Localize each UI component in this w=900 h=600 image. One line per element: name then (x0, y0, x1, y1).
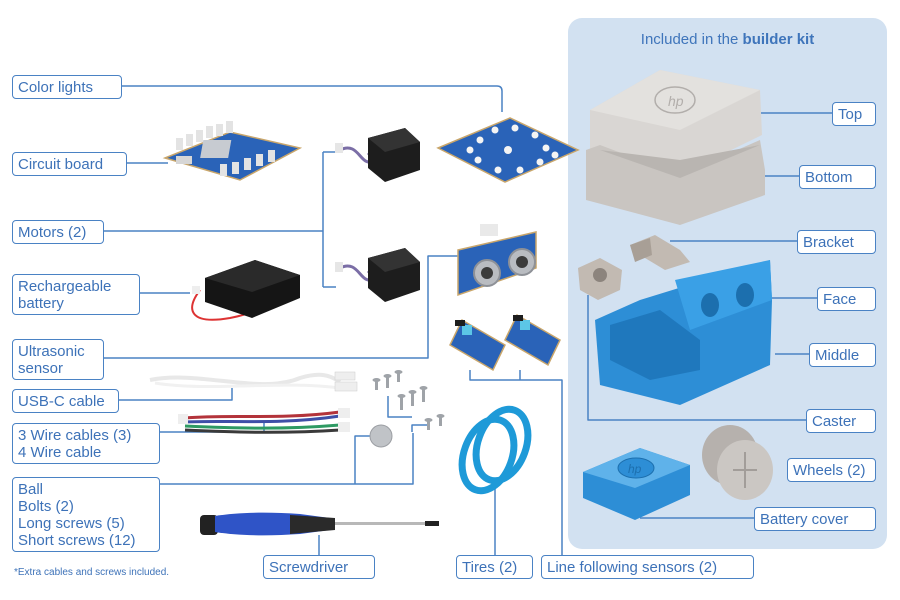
label-line-following-sensors: Line following sensors (2) (541, 555, 754, 579)
motor-illustration-1 (335, 128, 420, 182)
leader-caster (587, 295, 806, 421)
footnote: *Extra cables and screws included. (14, 567, 170, 578)
face-middle-illustration (595, 260, 772, 405)
battery-cover-illustration: hp (583, 448, 690, 520)
label-bracket: Bracket (797, 230, 876, 254)
label-hardware: Ball Bolts (2) Long screws (5) Short scr… (12, 477, 160, 552)
wire-cables-illustration (178, 408, 350, 434)
color-lights-illustration (436, 117, 580, 183)
label-bottom: Bottom (799, 165, 876, 189)
usb-c-cable-illustration (149, 371, 358, 392)
motor-illustration-2 (335, 248, 420, 302)
screwdriver-illustration (200, 512, 439, 536)
label-face: Face (817, 287, 876, 311)
leader-usb (119, 388, 233, 401)
label-usb-c-cable: USB-C cable (12, 389, 119, 413)
label-middle: Middle (809, 343, 876, 367)
screws-illustration (372, 370, 445, 430)
label-wheels: Wheels (2) (787, 458, 876, 482)
leader-motors (104, 151, 336, 288)
bracket-illustration (630, 235, 690, 270)
label-rechargeable-battery: Rechargeable battery (12, 274, 140, 315)
builder-kit-title: Included in the builder kit (640, 31, 815, 48)
label-battery-cover: Battery cover (754, 507, 876, 531)
label-motors: Motors (2) (12, 220, 104, 244)
label-top: Top (832, 102, 876, 126)
svg-text:hp: hp (628, 462, 642, 476)
label-screwdriver: Screwdriver (263, 555, 375, 579)
battery-illustration (191, 260, 300, 321)
svg-text:hp: hp (668, 93, 684, 109)
line-sensor-illustration-2 (504, 313, 561, 367)
caster-illustration (578, 258, 622, 300)
wheels-illustration (702, 425, 773, 500)
label-caster: Caster (806, 409, 876, 433)
bottom-shell-illustration (586, 140, 765, 225)
top-shell-illustration: hp (590, 70, 762, 175)
ball-illustration (369, 424, 393, 448)
circuit-board-illustration (162, 121, 303, 181)
label-ultrasonic-sensor: Ultrasonic sensor (12, 339, 104, 380)
label-circuit-board: Circuit board (12, 152, 127, 176)
leader-color-lights (122, 85, 503, 112)
label-wire-cables: 3 Wire cables (3) 4 Wire cable (12, 423, 160, 464)
tires-illustration (458, 405, 532, 495)
leader-line-sensors (469, 370, 563, 555)
label-tires: Tires (2) (456, 555, 533, 579)
leader-ultrasonic (104, 255, 458, 359)
label-color-lights: Color lights (12, 75, 122, 99)
line-sensor-illustration-1 (449, 318, 506, 372)
ultrasonic-illustration (457, 224, 537, 297)
leader-hardware (160, 396, 430, 485)
